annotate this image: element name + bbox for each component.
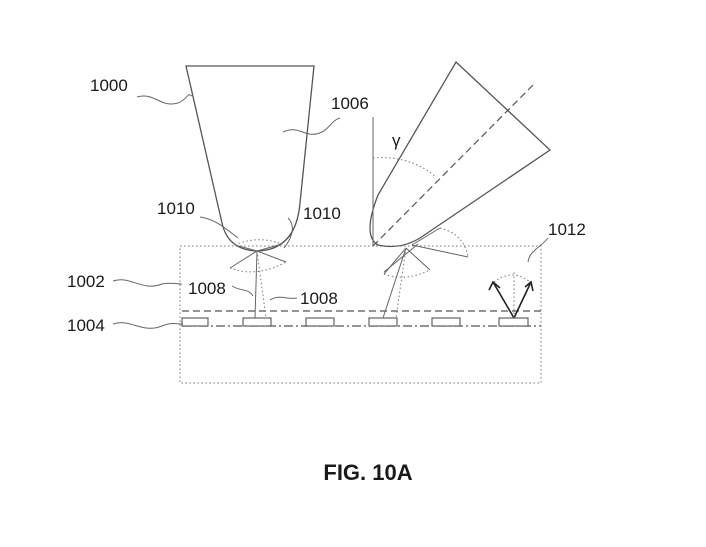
- tilt-angle-arc: [372, 157, 437, 178]
- stylus-axis-line: [372, 84, 534, 247]
- right-emission-fan: [382, 227, 469, 319]
- electrode-pad: [498, 317, 529, 327]
- electrode-pad: [181, 317, 209, 327]
- label-1012: 1012: [548, 220, 586, 239]
- cover-layer-block: [179, 245, 542, 384]
- reflection-arrows: [488, 272, 534, 319]
- label-1006: 1006: [331, 94, 369, 113]
- stylus-vertical-outline: [185, 65, 315, 252]
- leader-lines: [112, 94, 549, 329]
- label-1002: 1002: [67, 272, 105, 291]
- left-emission-fan: [229, 239, 287, 319]
- electrode-pad: [305, 317, 335, 327]
- label-1008-right: 1008: [300, 289, 338, 308]
- electrode-pad: [431, 317, 461, 327]
- label-1010-left: 1010: [157, 199, 195, 218]
- electrode-pad: [368, 317, 398, 327]
- label-1000: 1000: [90, 76, 128, 95]
- figure-caption: FIG. 10A: [323, 460, 412, 485]
- electrode-pad: [242, 317, 272, 327]
- label-1010-right: 1010: [303, 204, 341, 223]
- label-gamma: γ: [392, 131, 401, 150]
- electrode-pads: [181, 317, 529, 327]
- label-1008-left: 1008: [188, 279, 226, 298]
- label-1004: 1004: [67, 316, 105, 335]
- stylus-tilted-outline: [369, 60, 552, 248]
